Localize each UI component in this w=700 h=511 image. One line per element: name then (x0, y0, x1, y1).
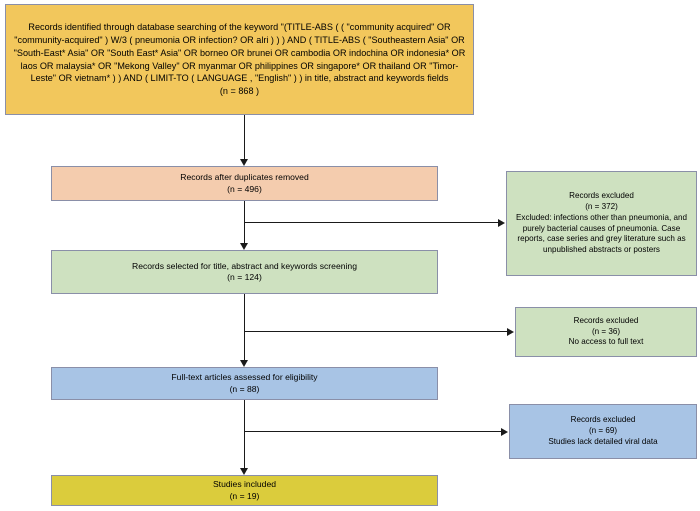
connector-fulltext-to-included (244, 400, 245, 468)
identification-text: Records identified through database sear… (13, 22, 466, 96)
records-excluded-box-2: Records excluded (n = 36) No access to f… (515, 307, 697, 357)
arrowhead-screened (240, 243, 248, 250)
connector-identification-to-duplicates (244, 115, 245, 159)
studies-included-text: Studies included (n = 19) (212, 479, 277, 501)
records-screened-box: Records selected for title, abstract and… (51, 250, 438, 294)
arrowhead-excluded-2 (507, 328, 514, 336)
arrowhead-included (240, 468, 248, 475)
arrowhead-duplicates (240, 159, 248, 166)
connector-screened-to-fulltext (244, 294, 245, 360)
arrowhead-excluded-1 (498, 219, 505, 227)
records-excluded-text-3: Records excluded (n = 69) Studies lack d… (548, 415, 658, 446)
studies-included-box: Studies included (n = 19) (51, 475, 438, 506)
records-screened-text: Records selected for title, abstract and… (132, 260, 357, 282)
records-excluded-box-3: Records excluded (n = 69) Studies lack d… (509, 404, 697, 459)
connector-fulltext-to-excluded-3 (244, 431, 501, 432)
records-excluded-box-1: Records excluded (n = 372) Excluded: inf… (506, 171, 697, 276)
identification-box: Records identified through database sear… (5, 4, 474, 115)
records-excluded-text-1: Records excluded (n = 372) Excluded: inf… (516, 191, 687, 254)
duplicates-removed-text: Records after duplicates removed (n = 49… (180, 172, 309, 194)
arrowhead-excluded-3 (501, 428, 508, 436)
records-excluded-text-2: Records excluded (n = 36) No access to f… (568, 315, 644, 347)
fulltext-eligibility-text: Full-text articles assessed for eligibil… (171, 372, 318, 394)
fulltext-eligibility-box: Full-text articles assessed for eligibil… (51, 367, 438, 400)
connector-duplicates-to-excluded-1 (244, 222, 498, 223)
connector-screened-to-excluded-2 (244, 331, 507, 332)
duplicates-removed-box: Records after duplicates removed (n = 49… (51, 166, 438, 201)
arrowhead-fulltext (240, 360, 248, 367)
